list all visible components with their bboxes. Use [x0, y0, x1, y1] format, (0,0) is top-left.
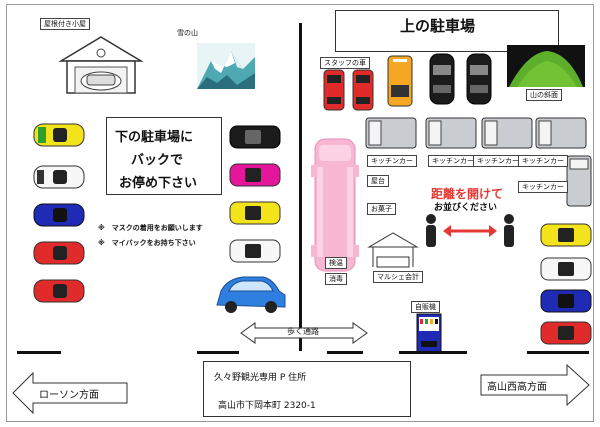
lower-lot-line-1: 下の駐車場に	[115, 130, 194, 145]
distance-line-2: お並びください	[434, 203, 498, 213]
truck-3	[481, 117, 533, 149]
staff-car-red-1	[323, 69, 345, 111]
truck-5	[566, 155, 592, 207]
road-line-2	[197, 351, 239, 354]
walkway-label: 歩く通路	[287, 327, 319, 336]
mid-car-black	[229, 125, 281, 149]
mid-car-white	[229, 239, 281, 263]
truck-1	[365, 117, 417, 149]
right-car-yellow	[540, 223, 592, 247]
kitchen-car-label-5: キッチンカー	[518, 181, 568, 193]
yatai-label: 屋台	[367, 175, 389, 187]
staff-car-red-2	[352, 69, 374, 111]
mid-car-pink	[229, 163, 281, 187]
address-line-2: 高山市下岡本町 2320-1	[218, 401, 316, 411]
pink-bus	[311, 138, 359, 272]
right-direction-label: 高山西高方面	[487, 382, 547, 393]
slope-label: 山の斜面	[526, 89, 562, 101]
shodoku-label: 消毒	[325, 273, 347, 285]
note-bag: ※ マイバックをお持ち下さい	[98, 239, 196, 247]
slope-icon	[507, 45, 585, 87]
parking-map: 屋根付き小屋 雪の山 上の駐車場 スタッフの車	[6, 4, 594, 422]
left-car-yellow-green	[33, 123, 85, 147]
left-direction-label: ローソン方面	[39, 390, 99, 401]
note-mask: ※ マスクの着用をお願いします	[98, 224, 203, 232]
center-divider	[299, 23, 302, 351]
marche-label: マルシェ会計	[373, 271, 423, 283]
kitchen-car-label-1: キッチンカー	[367, 155, 417, 167]
kitchen-car-label-3: キッチンカー	[473, 155, 523, 167]
left-car-navy	[33, 203, 85, 227]
walkway-arrow	[240, 322, 368, 344]
vending-machine-icon	[416, 313, 442, 353]
truck-2	[425, 117, 477, 149]
vending-label: 自販機	[411, 301, 440, 313]
staff-car-black-2	[466, 53, 492, 105]
lower-lot-line-3: お停め下さい	[119, 176, 198, 191]
right-car-red	[540, 321, 592, 345]
distance-icon	[426, 214, 514, 247]
right-direction-arrow	[480, 363, 590, 407]
mid-car-yellow	[229, 201, 281, 225]
upper-lot-title: 上の駐車場	[400, 17, 476, 35]
lower-lot-instruction-box: 下の駐車場に バックで お停め下さい	[106, 117, 222, 195]
address-line-1: 久々野観光専用 P 住所	[214, 373, 307, 383]
okashi-label: お菓子	[367, 203, 396, 215]
lower-lot-line-2: バックで	[131, 153, 184, 168]
right-car-white	[540, 257, 592, 281]
mid-car-blue-hatchback	[216, 276, 286, 313]
garage-icon	[58, 36, 144, 94]
road-line-1	[17, 351, 61, 354]
right-car-navy	[540, 289, 592, 313]
marche-tent-icon	[367, 232, 419, 268]
staff-car-label: スタッフの車	[320, 57, 370, 69]
road-line-3	[327, 351, 363, 354]
left-car-red	[33, 241, 85, 265]
kitchen-car-label-4: キッチンカー	[518, 155, 568, 167]
snow-mountain-icon	[197, 43, 255, 89]
address-box: 久々野観光専用 P 住所 高山市下岡本町 2320-1	[203, 361, 411, 417]
left-direction-arrow	[12, 371, 128, 415]
kitchen-car-label-2: キッチンカー	[428, 155, 478, 167]
road-line-4	[399, 351, 467, 354]
distance-line-1: 距離を開けて	[431, 187, 504, 201]
staff-car-orange-van	[387, 55, 413, 107]
snow-label: 雪の山	[177, 29, 198, 37]
left-car-white	[33, 165, 85, 189]
truck-4	[535, 117, 587, 149]
left-car-red-2	[33, 279, 85, 303]
garage-label: 屋根付き小屋	[40, 18, 90, 30]
staff-car-black-1	[429, 53, 455, 105]
kenon-label: 検温	[325, 257, 347, 269]
road-line-5	[527, 351, 589, 354]
